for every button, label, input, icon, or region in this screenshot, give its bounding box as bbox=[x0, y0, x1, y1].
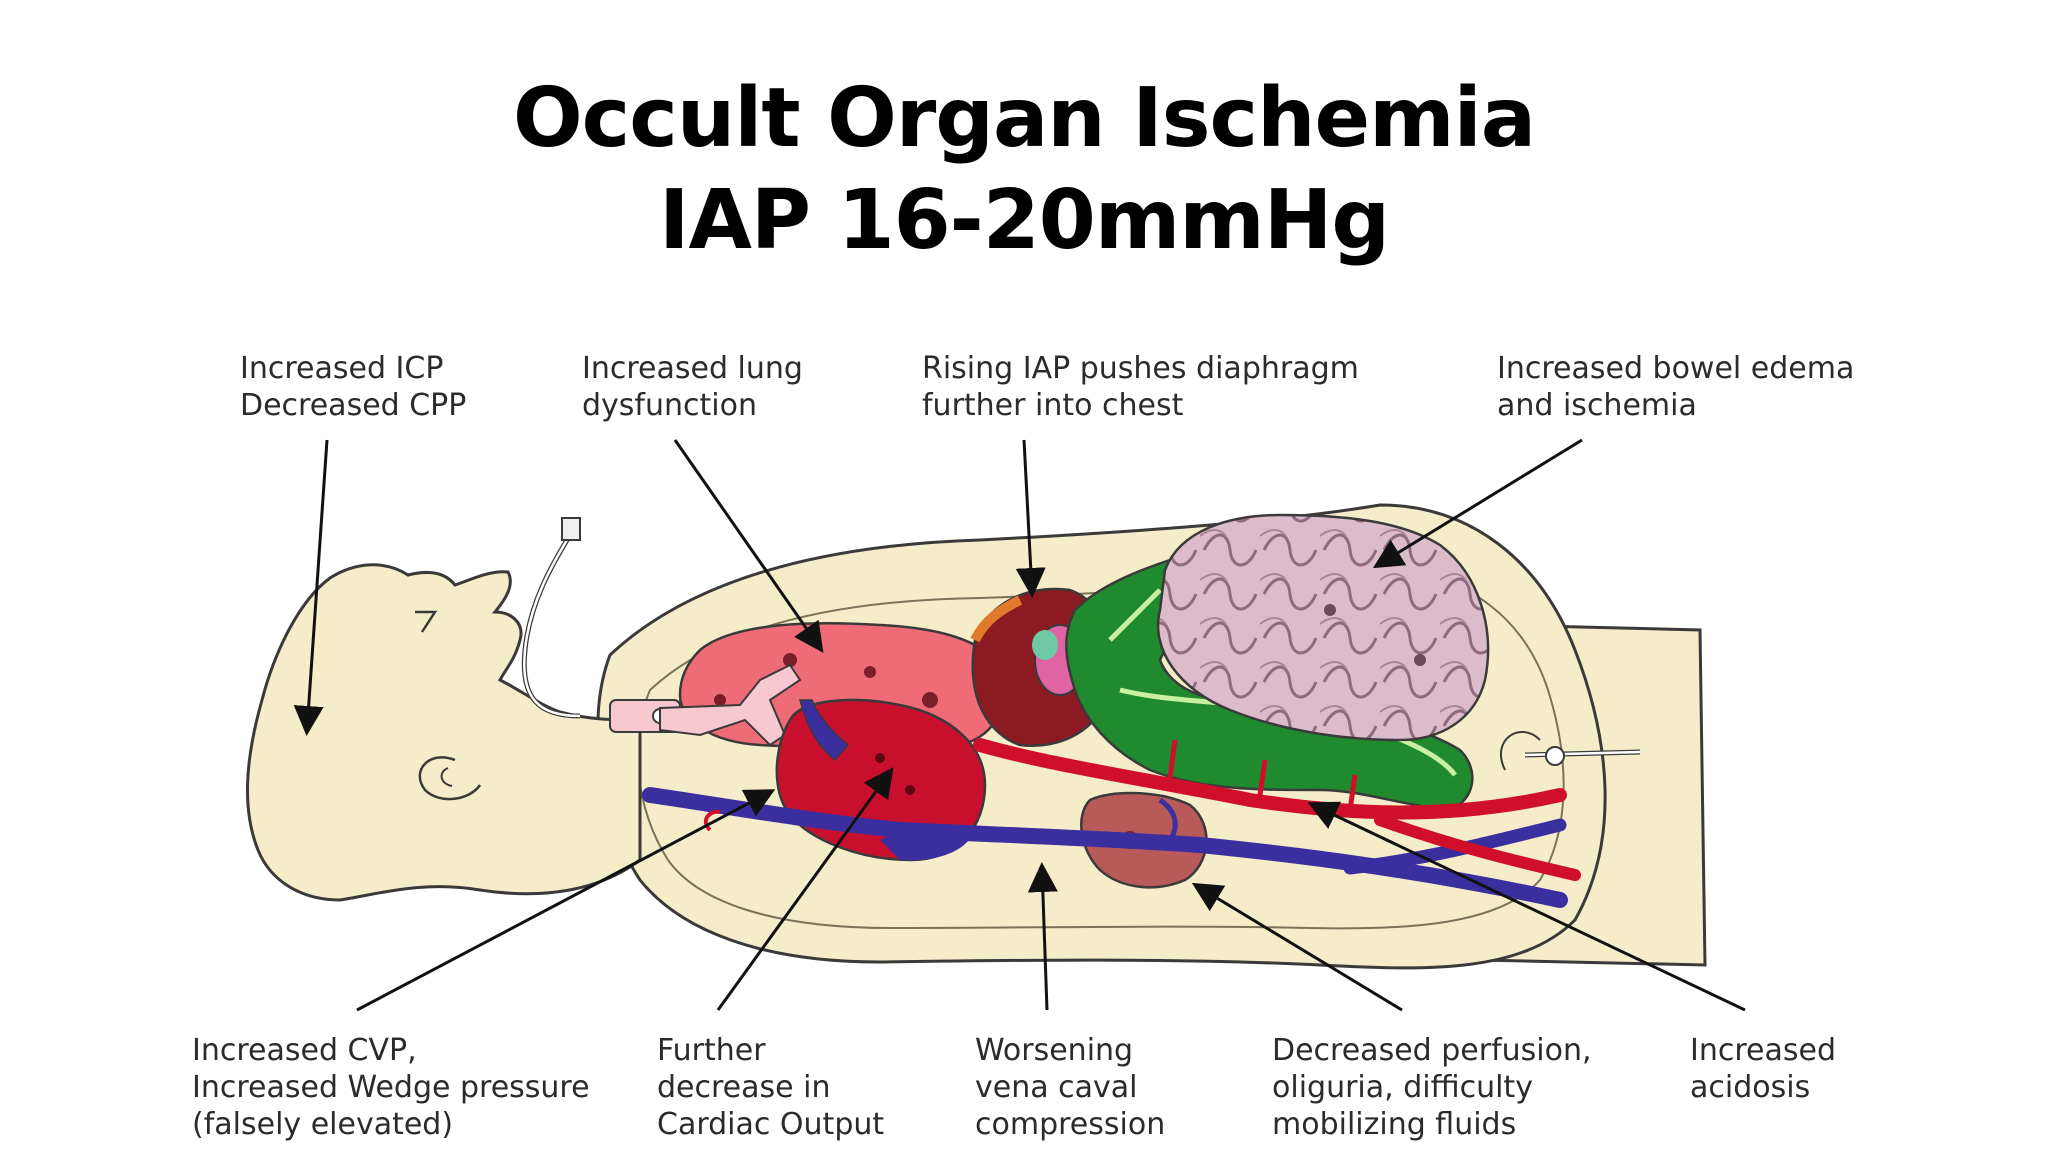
label-line: Increased Wedge pressure bbox=[192, 1070, 590, 1105]
label-line: Increased ICP bbox=[240, 351, 444, 386]
eye-mark bbox=[415, 610, 438, 633]
slide-title-line-2: IAP 16-20mmHg bbox=[658, 173, 1390, 268]
arrow-vena bbox=[1027, 862, 1058, 1011]
label-line: decrease in bbox=[657, 1070, 831, 1105]
arrow-diaphragm bbox=[1015, 439, 1046, 598]
label-bowel-edema: Increased bowel edema and ischemia bbox=[1497, 350, 1854, 424]
label-line: (falsely elevated) bbox=[192, 1107, 454, 1142]
label-decreased-perfusion: Decreased perfusion, oliguria, difficult… bbox=[1272, 1032, 1592, 1143]
vena-cava bbox=[642, 787, 1568, 908]
label-increased-acidosis: Increased acidosis bbox=[1690, 1032, 1836, 1106]
callout-arrows bbox=[293, 438, 1746, 1012]
arrow-cardiac bbox=[716, 767, 894, 1011]
label-line: compression bbox=[975, 1107, 1166, 1142]
ear-outline bbox=[418, 756, 482, 801]
trachea bbox=[659, 663, 802, 747]
label-vena-caval: Worsening vena caval compression bbox=[975, 1032, 1165, 1143]
label-line: Cardiac Output bbox=[657, 1107, 885, 1142]
label-diaphragm: Rising IAP pushes diaphragm further into… bbox=[922, 350, 1359, 424]
label-line: further into chest bbox=[922, 388, 1184, 423]
label-lung-dysfunction: Increased lung dysfunction bbox=[582, 350, 803, 424]
label-line: dysfunction bbox=[582, 388, 757, 423]
label-cardiac-output: Further decrease in Cardiac Output bbox=[657, 1032, 884, 1143]
label-line: Decreased CPP bbox=[240, 388, 467, 423]
label-increased-cvp: Increased CVP, Increased Wedge pressure … bbox=[192, 1032, 590, 1143]
arrow-acidosis bbox=[1307, 801, 1746, 1012]
arrow-bowel bbox=[1372, 438, 1583, 569]
arrow-cvp bbox=[356, 789, 776, 1012]
label-line: Rising IAP pushes diaphragm bbox=[922, 351, 1359, 386]
label-line: Decreased perfusion, bbox=[1272, 1033, 1592, 1068]
head-silhouette bbox=[245, 563, 642, 902]
label-increased-icp: Increased ICP Decreased CPP bbox=[240, 350, 466, 424]
bladder-catheter bbox=[1499, 730, 1641, 771]
small-bowel bbox=[1156, 513, 1490, 742]
label-line: Increased bowel edema bbox=[1497, 351, 1855, 386]
label-line: Worsening bbox=[975, 1033, 1134, 1068]
arrow-icp bbox=[293, 439, 329, 736]
ear-inner bbox=[440, 767, 453, 787]
arrow-perfusion bbox=[1191, 882, 1403, 1012]
label-line: mobilizing fluids bbox=[1272, 1107, 1517, 1142]
label-line: oliguria, difficulty bbox=[1272, 1070, 1533, 1105]
label-line: Further bbox=[657, 1033, 766, 1068]
label-line: Increased bbox=[1690, 1033, 1837, 1068]
arrow-lung bbox=[673, 439, 824, 653]
label-line: Increased CVP, bbox=[192, 1033, 417, 1068]
label-line: and ischemia bbox=[1497, 388, 1697, 423]
label-line: acidosis bbox=[1690, 1070, 1811, 1105]
slide-title-line-1: Occult Organ Ischemia bbox=[512, 71, 1536, 166]
aorta bbox=[703, 738, 1581, 881]
body-silhouette bbox=[245, 503, 1707, 970]
label-line: vena caval bbox=[975, 1070, 1138, 1105]
label-line: Increased lung bbox=[582, 351, 803, 386]
